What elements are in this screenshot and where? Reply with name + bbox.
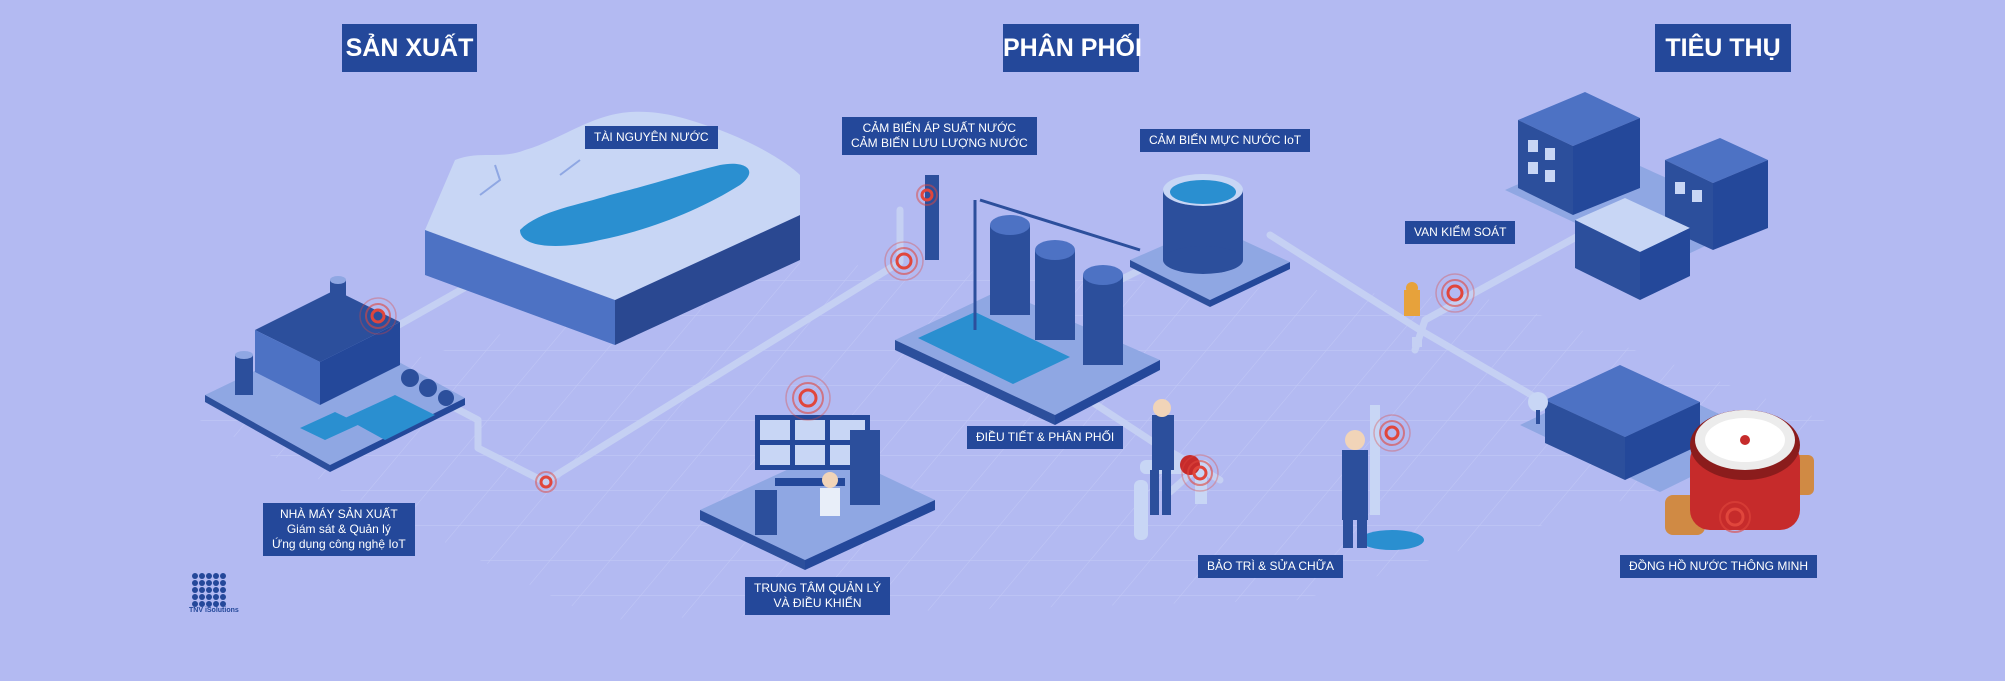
valves [1404,282,1422,347]
stage-header-production: SẢN XUẤT [342,24,477,72]
label-flow-sensor-text: CẢM BIẾN LƯU LƯỢNG NƯỚC [851,136,1028,150]
maintenance-workers [1134,399,1424,550]
stage-header-consumption: TIÊU THỤ [1655,24,1791,72]
sensor-rings [359,184,1751,533]
stage-header-distribution: PHÂN PHỐI [1003,24,1142,72]
sensor-pressure [884,241,924,281]
sensor-maintenance-2 [1373,414,1411,452]
logo-name: TNV iSolutions [189,607,239,614]
sensor-flow [916,184,938,206]
label-sensors-pressure-flow: CẢM BIẾN ÁP SUẤT NƯỚC CẢM BIẾN LƯU LƯỢNG… [842,117,1037,155]
label-smart-meter: ĐỒNG HỒ NƯỚC THÔNG MINH [1620,555,1817,578]
smart-water-meter [1665,410,1814,535]
label-maintenance: BẢO TRÌ & SỬA CHỮA [1198,555,1343,578]
residential-buildings [1505,92,1768,300]
label-regulation-text: ĐIỀU TIẾT & PHÂN PHỐI [976,430,1115,444]
control-center [700,415,935,570]
label-factory-line3: Ứng dụng công nghệ IoT [272,537,406,551]
label-factory: NHÀ MÁY SẢN XUẤT Giám sát & Quản lý Ứng … [263,503,415,556]
label-maintenance-text: BẢO TRÌ & SỬA CHỮA [1207,559,1334,573]
sensor-pipe [535,471,557,493]
label-factory-line2: Giám sát & Quản lý [286,522,391,536]
label-water-resource-text: TÀI NGUYÊN NƯỚC [594,130,709,144]
dot-grid-logo [192,573,226,607]
label-pressure-sensor-text: CẢM BIẾN ÁP SUẤT NƯỚC [862,121,1017,135]
label-control-valve: VAN KIỂM SOÁT [1405,221,1516,244]
sensor-meter [1719,501,1751,533]
label-level-sensor-text: CẢM BIẾN MỰC NƯỚC IoT [1149,133,1302,147]
sensor-maintenance-1 [1181,454,1219,492]
label-regulation-distribution: ĐIỀU TIẾT & PHÂN PHỐI [967,426,1124,449]
sensor-valve [1435,273,1475,313]
label-control-valve-text: VAN KIỂM SOÁT [1414,225,1507,239]
label-control-center: TRUNG TÂM QUẢN LÝ VÀ ĐIỀU KHIỂN [745,577,891,615]
distribution-station [895,175,1160,425]
level-sensor-tank [1130,174,1290,307]
label-control-center-line2: VÀ ĐIỀU KHIỂN [773,596,862,610]
sensor-control [785,375,831,421]
label-water-resource: TÀI NGUYÊN NƯỚC [585,126,718,149]
water-resource-reservoir [425,111,800,345]
label-level-sensor: CẢM BIẾN MỰC NƯỚC IoT [1140,129,1311,152]
label-factory-line1: NHÀ MÁY SẢN XUẤT [279,507,398,521]
production-factory [205,276,465,472]
label-control-center-line1: TRUNG TÂM QUẢN LÝ [754,581,882,595]
sensor-factory [359,297,397,335]
label-smart-meter-text: ĐỒNG HỒ NƯỚC THÔNG MINH [1629,559,1808,573]
